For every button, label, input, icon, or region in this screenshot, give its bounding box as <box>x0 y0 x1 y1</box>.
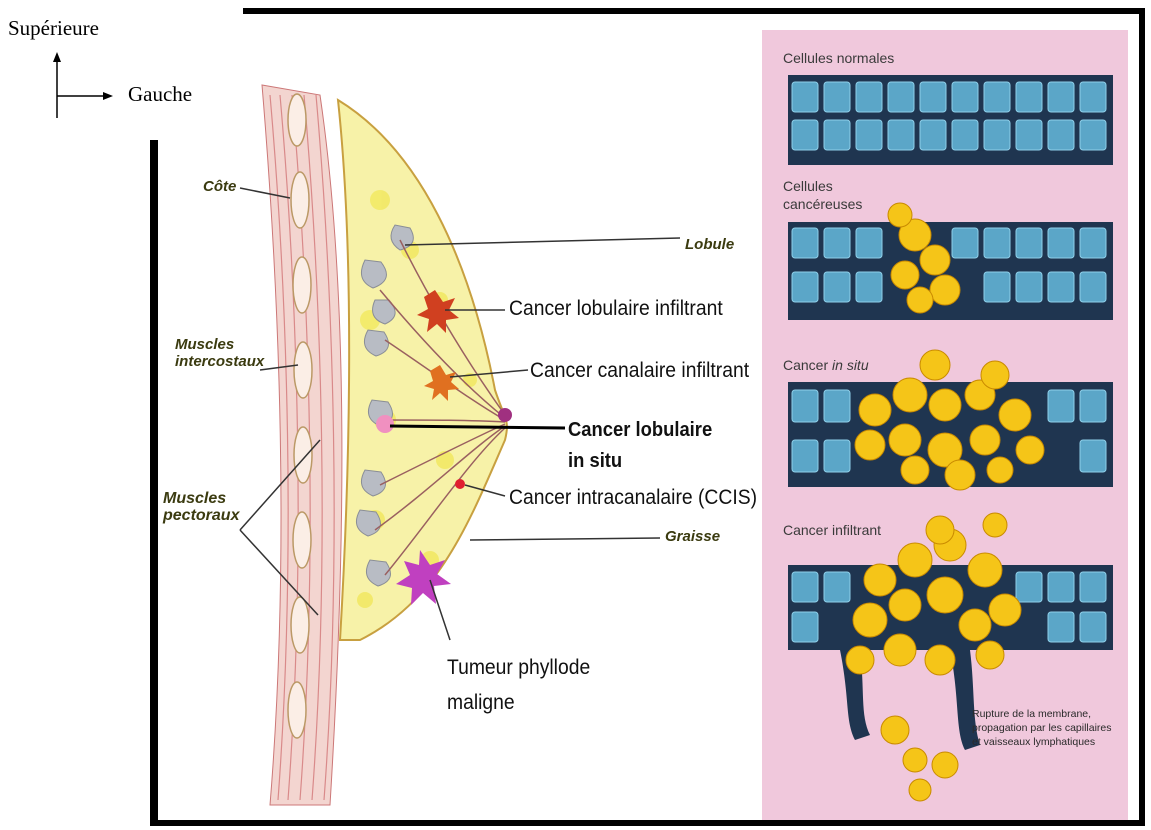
label-cote: Côte <box>203 178 236 195</box>
panel-note-line2: propagation par les capillaires <box>972 722 1112 735</box>
label-cancer-lobulaire-infiltrant: Cancer lobulaire infiltrant <box>509 296 723 322</box>
arrow-right-icon <box>103 92 113 100</box>
orientation-superior: Supérieure <box>8 16 99 41</box>
label-cancer-lobulaire-in-situ-line1: Cancer lobulaire <box>568 417 712 443</box>
panel-label-cancereuses-line2: cancéreuses <box>783 196 862 212</box>
label-tumeur-phyllode-line1: Tumeur phyllode <box>447 655 590 681</box>
label-cancer-lobulaire-in-situ-line2: in situ <box>568 448 622 474</box>
arrow-up-icon <box>53 52 61 62</box>
label-lobule: Lobule <box>685 236 734 253</box>
label-tumeur-phyllode-line2: maligne <box>447 690 515 716</box>
label-muscles-intercostaux: Muscles intercostaux <box>175 336 264 370</box>
panel-note-line1: Rupture de la membrane, <box>972 708 1091 721</box>
label-muscles-pectoraux: Muscles pectoraux <box>163 490 239 524</box>
panel-note-line3: et vaisseaux lymphatiques <box>972 736 1095 749</box>
panel-label-in-situ: Cancer in situ <box>783 357 869 373</box>
label-cancer-intracanalaire: Cancer intracanalaire (CCIS) <box>509 485 757 511</box>
orientation-left: Gauche <box>128 82 192 107</box>
panel-label-normales: Cellules normales <box>783 50 894 66</box>
label-cancer-canalaire-infiltrant: Cancer canalaire infiltrant <box>530 358 749 384</box>
panel-label-cancereuses-line1: Cellules <box>783 178 833 194</box>
panel-label-in-situ-b: in situ <box>832 357 869 373</box>
panel-label-infiltrant: Cancer infiltrant <box>783 522 881 538</box>
panel-label-in-situ-a: Cancer <box>783 357 832 373</box>
label-graisse: Graisse <box>665 528 720 545</box>
